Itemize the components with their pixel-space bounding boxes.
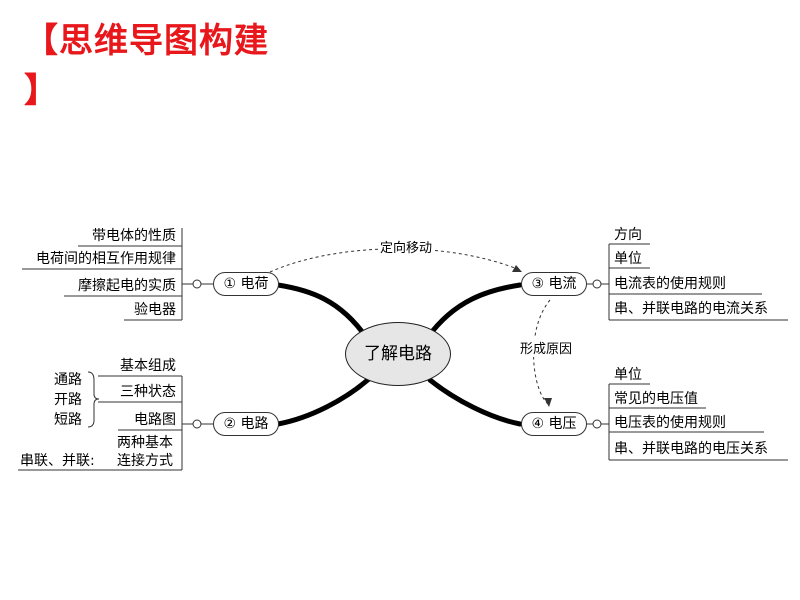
voltage-item: 串、并联电路的电压关系 — [614, 441, 768, 457]
circuit-connection-line2: 连接方式 — [117, 453, 173, 469]
circuit-diagram: 电路图 — [134, 412, 176, 428]
arrow-voltage-current — [533, 299, 551, 405]
current-item: 串、并联电路的电流关系 — [614, 301, 768, 317]
charge-item: 验电器 — [134, 302, 176, 318]
circuit-three-states: 三种状态 — [120, 384, 176, 400]
branch-to-current — [425, 282, 523, 340]
circuit-connection-line1: 两种基本 — [117, 435, 173, 451]
node-circuit: ② 电路 — [213, 412, 279, 436]
circuit-state: 短路 — [54, 412, 82, 428]
current-item: 单位 — [614, 251, 642, 267]
current-item: 方向 — [614, 227, 642, 243]
voltage-item: 常见的电压值 — [614, 391, 698, 407]
voltage-item: 电压表的使用规则 — [614, 415, 726, 431]
charge-item: 摩擦起电的实质 — [78, 278, 176, 294]
page-title: 【思维导图构建 】 — [24, 16, 324, 116]
circuit-basic-composition: 基本组成 — [120, 358, 176, 374]
circuit-connection-types: 串联、并联: — [20, 453, 95, 469]
node-charge: ① 电荷 — [213, 272, 279, 296]
title-line2: 】 — [24, 71, 59, 111]
branch-to-charge — [275, 282, 369, 340]
title-line1: 【思维导图构建 — [24, 21, 269, 61]
branch-to-voltage — [427, 377, 523, 427]
charge-item: 带电体的性质 — [92, 228, 176, 244]
center-topic: 了解电路 — [345, 322, 451, 386]
branch-to-circuit — [275, 375, 373, 427]
node-voltage: ④ 电压 — [521, 412, 587, 436]
edge-label-cause: 形成原因 — [518, 338, 575, 357]
edge-label-directional-movement: 定向移动 — [378, 237, 435, 256]
charge-item: 电荷间的相互作用规律 — [36, 251, 176, 267]
voltage-item: 单位 — [614, 367, 642, 383]
circuit-state: 通路 — [54, 372, 82, 388]
circuit-state: 开路 — [54, 392, 82, 408]
current-item: 电流表的使用规则 — [614, 276, 726, 292]
node-current: ③ 电流 — [521, 272, 587, 296]
